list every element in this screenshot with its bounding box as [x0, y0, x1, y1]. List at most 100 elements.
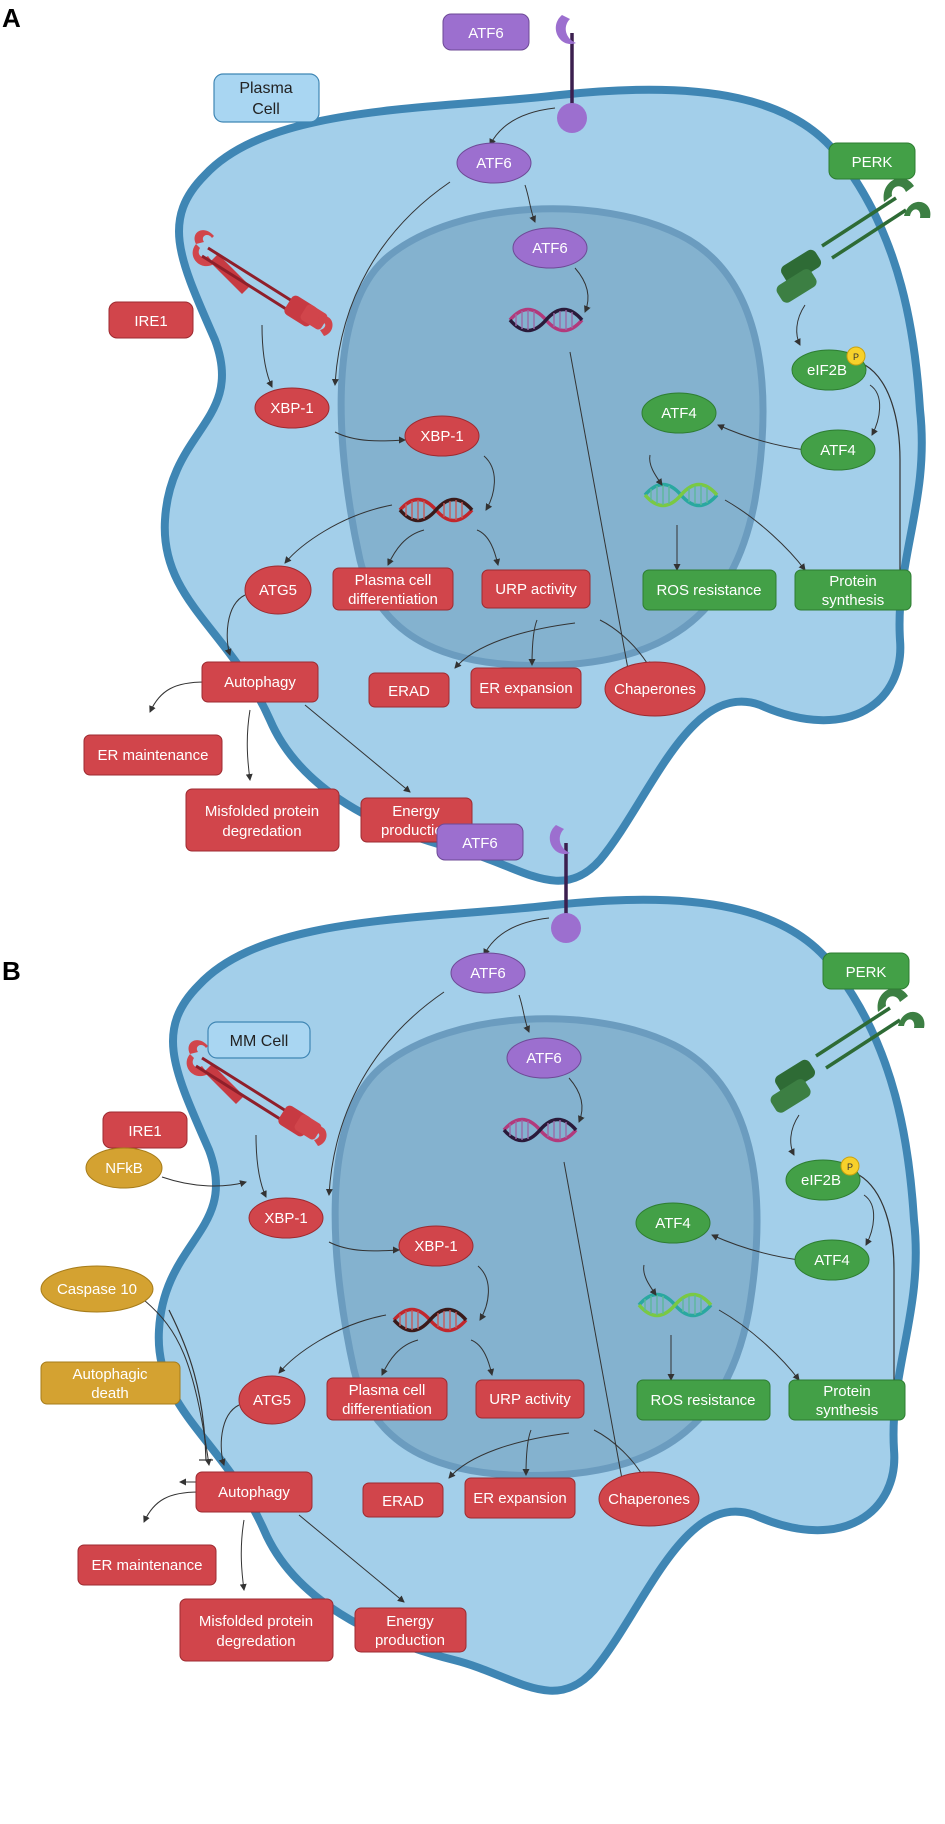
er-expansion — [464, 1477, 576, 1519]
atf4-nucleus — [635, 1202, 711, 1244]
autophagic-death-line2: death — [91, 1385, 129, 1402]
atf6-receptor-text: ATF6 — [462, 835, 498, 852]
atg5 — [238, 1375, 306, 1425]
caspase-10 — [40, 1265, 154, 1313]
autophagy — [201, 661, 319, 703]
misfolded-line1: Misfolded protein — [199, 1613, 313, 1630]
er-maintenance — [83, 734, 223, 776]
phospho-text: P — [847, 1162, 853, 1172]
atf6-receptor-label — [442, 13, 530, 51]
chaperones — [604, 661, 706, 717]
urp-activity-text: URP activity — [495, 581, 577, 598]
cell-type-line1: MM Cell — [230, 1033, 289, 1050]
autophagic-death-line1: Autophagic — [72, 1366, 148, 1383]
energy-line1: Energy — [386, 1613, 434, 1630]
urp-activity — [475, 1379, 585, 1419]
ros-resistance — [636, 1379, 771, 1421]
plasma-diff-line1: Plasma cell — [349, 1382, 426, 1399]
cell-type-label — [213, 73, 320, 123]
nucleus — [337, 205, 767, 670]
protein-synthesis — [794, 569, 912, 611]
atf4-nucleus-text: ATF4 — [655, 1215, 691, 1232]
ros-resistance-text: ROS resistance — [656, 582, 761, 599]
atf6-nucleus-text: ATF6 — [526, 1050, 562, 1067]
panel-a-letter: A — [2, 3, 21, 33]
atf6-receptor-text: ATF6 — [468, 25, 504, 42]
perk-text: PERK — [852, 154, 893, 171]
cell-type-line1: Plasma — [239, 80, 292, 97]
urp-activity-text: URP activity — [489, 1391, 571, 1408]
nfkb — [85, 1147, 163, 1189]
eif2b-text: eIF2B — [801, 1172, 841, 1189]
caspase-10-text: Caspase 10 — [57, 1281, 137, 1298]
xbp1-nucleus-text: XBP-1 — [414, 1238, 457, 1255]
phospho-badge — [846, 346, 866, 366]
xbp1-cytoplasm — [248, 1197, 324, 1239]
atf6-receptor-label — [436, 823, 524, 861]
phospho-text: P — [853, 352, 859, 362]
atf4-cytoplasm — [800, 429, 876, 471]
pathway-arrows — [149, 107, 908, 793]
atf6-nucleus — [506, 1037, 582, 1079]
misfolded-protein-degradation — [185, 788, 340, 852]
cell-type-line2: Cell — [252, 101, 280, 118]
misfolded-line2: degredation — [222, 823, 301, 840]
erad-text: ERAD — [388, 683, 430, 700]
erad — [362, 1482, 444, 1518]
atf6-receptor-icon — [554, 13, 589, 135]
energy-line1: Energy — [392, 803, 440, 820]
phospho-badge — [840, 1156, 860, 1176]
cell-type-label — [207, 1021, 311, 1059]
atf4-nucleus-text: ATF4 — [661, 405, 697, 422]
perk-label — [822, 952, 910, 990]
ire1-text: IRE1 — [134, 313, 167, 330]
xbp1-nucleus — [398, 1225, 474, 1267]
protein-synthesis-line2: synthesis — [822, 592, 885, 609]
chaperones-text: Chaperones — [614, 681, 696, 698]
atg5 — [244, 565, 312, 615]
misfolded-line1: Misfolded protein — [205, 803, 319, 820]
nucleus — [331, 1015, 761, 1480]
protein-synthesis-line1: Protein — [823, 1383, 871, 1400]
plasma-diff-line2: differentiation — [342, 1401, 432, 1418]
panel-b: B MM Cell — [2, 823, 927, 1695]
perk-label — [828, 142, 916, 180]
autophagy — [195, 1471, 313, 1513]
atf6-cytoplasm — [450, 952, 526, 994]
energy-line2: production — [381, 822, 451, 839]
panel-a: A Plasma Cell — [2, 3, 933, 885]
ire1-label — [108, 301, 194, 339]
ros-resistance — [642, 569, 777, 611]
atf4-nucleus — [641, 392, 717, 434]
perk-text: PERK — [846, 964, 887, 981]
atg5-text: ATG5 — [259, 582, 297, 599]
er-maintenance-text: ER maintenance — [92, 1557, 203, 1574]
eif2b-text: eIF2B — [807, 362, 847, 379]
chaperones-text: Chaperones — [608, 1491, 690, 1508]
protein-synthesis-line2: synthesis — [816, 1402, 879, 1419]
pathway-arrows — [143, 917, 902, 1603]
er-maintenance-text: ER maintenance — [98, 747, 209, 764]
plasma-cell-differentiation — [326, 1377, 448, 1421]
plasma-diff-line2: differentiation — [348, 591, 438, 608]
plasma-diff-line1: Plasma cell — [355, 572, 432, 589]
xbp1-cytoplasm-text: XBP-1 — [270, 400, 313, 417]
ros-resistance-text: ROS resistance — [650, 1392, 755, 1409]
protein-synthesis-line1: Protein — [829, 573, 877, 590]
ire1-label — [102, 1111, 188, 1149]
er-expansion — [470, 667, 582, 709]
erad-text: ERAD — [382, 1493, 424, 1510]
xbp1-nucleus — [404, 415, 480, 457]
autophagic-death — [40, 1361, 181, 1405]
urp-activity — [481, 569, 591, 609]
energy-line2: production — [375, 1632, 445, 1649]
atf6-cytoplasm — [456, 142, 532, 184]
xbp1-cytoplasm-text: XBP-1 — [264, 1210, 307, 1227]
misfolded-line2: degredation — [216, 1633, 295, 1650]
ire1-text: IRE1 — [128, 1123, 161, 1140]
atf6-nucleus — [512, 227, 588, 269]
atf6-cytoplasm-text: ATF6 — [470, 965, 506, 982]
chaperones — [598, 1471, 700, 1527]
atf4-cytoplasm-text: ATF4 — [814, 1252, 850, 1269]
